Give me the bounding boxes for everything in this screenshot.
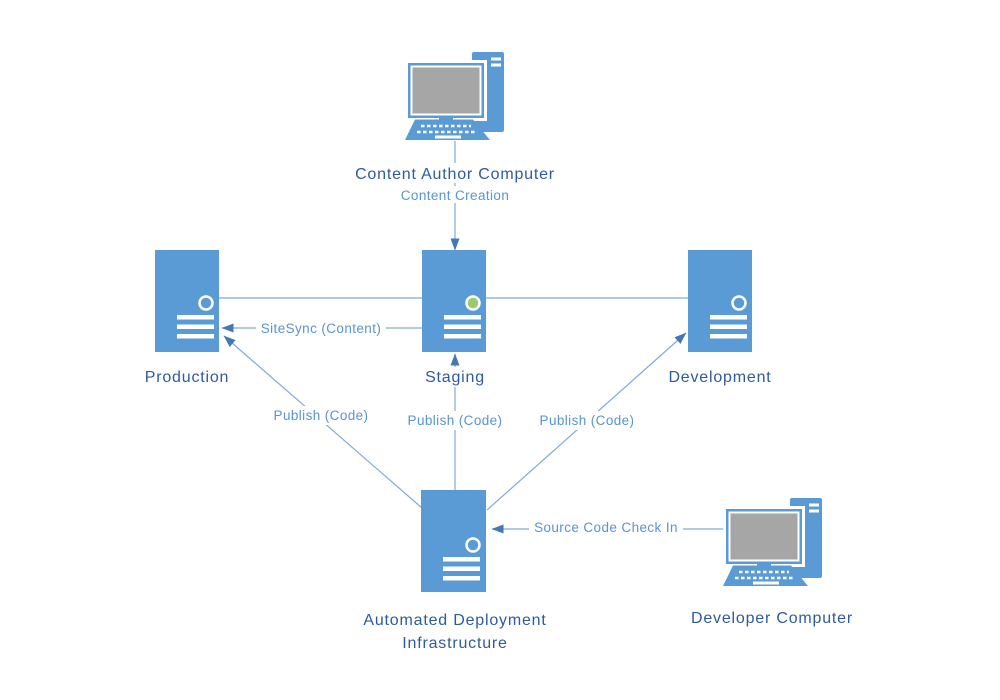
tower-vent — [491, 63, 501, 67]
node-staging — [422, 250, 486, 352]
node-label-content-author-computer: Content Author Computer — [355, 166, 555, 183]
label-backdrop — [256, 318, 386, 337]
server-slot — [444, 315, 481, 320]
server-slot — [444, 334, 481, 339]
monitor-screen — [412, 67, 480, 114]
server-slot — [710, 334, 747, 339]
connector-label-publish-development: Publish (Code) — [540, 413, 635, 428]
desktop-computer-icon — [405, 52, 504, 140]
server-slot — [177, 315, 214, 320]
node-label-developer-computer: Developer Computer — [691, 610, 853, 627]
connector-label-publish-production: Publish (Code) — [274, 408, 369, 423]
server-body — [421, 490, 486, 592]
node-content-author-computer — [405, 52, 504, 140]
node-developer-computer — [723, 498, 822, 586]
server-slot — [710, 324, 747, 329]
connector-label-sitesync: SiteSync (Content) — [261, 321, 382, 336]
label-backdrop — [535, 411, 639, 430]
node-label-automated-deployment-line2: Infrastructure — [402, 635, 507, 652]
server-slot — [443, 557, 480, 562]
tower-vent — [491, 57, 501, 61]
node-label-staging: Staging — [425, 369, 485, 386]
server-led — [731, 295, 747, 311]
label-backdrop — [343, 163, 567, 183]
keyboard — [405, 119, 490, 140]
server-icon — [421, 490, 486, 592]
connector-label-content-creation: Content Creation — [401, 188, 509, 203]
server-icon — [688, 250, 752, 352]
keyboard — [723, 565, 808, 586]
server-slot — [177, 324, 214, 329]
label-backdrop — [419, 367, 491, 387]
keyboard-spacebar — [753, 581, 779, 585]
server-led — [465, 537, 481, 553]
server-led — [198, 295, 214, 311]
server-slot — [444, 324, 481, 329]
node-label-automated-deployment-line1: Automated Deployment — [363, 612, 546, 629]
node-label-production: Production — [145, 369, 230, 386]
tower-vent — [809, 509, 819, 513]
label-backdrops — [256, 163, 683, 537]
server-slot — [443, 576, 480, 581]
node-label-development: Development — [668, 369, 771, 386]
labels: Content Author Computer Content Creation… — [145, 166, 853, 652]
label-backdrop — [269, 406, 373, 425]
monitor-stand — [439, 116, 453, 122]
node-production — [155, 250, 219, 352]
monitor-screen — [730, 513, 798, 560]
connector-label-source-code-check-in: Source Code Check In — [534, 520, 678, 535]
node-development — [688, 250, 752, 352]
server-slot — [443, 566, 480, 571]
connector-label-publish-staging: Publish (Code) — [408, 413, 503, 428]
tower-vent — [809, 503, 819, 507]
server-slot — [177, 334, 214, 339]
node-automated-deployment-infrastructure — [421, 490, 486, 592]
label-backdrop — [403, 411, 507, 430]
monitor-stand — [757, 562, 771, 568]
label-backdrop — [399, 186, 511, 203]
desktop-computer-icon — [723, 498, 822, 586]
server-icon — [155, 250, 219, 352]
server-slot — [710, 315, 747, 320]
label-backdrop — [529, 519, 683, 537]
server-icon — [422, 250, 486, 352]
keyboard-spacebar — [435, 135, 461, 139]
server-led — [465, 295, 481, 311]
